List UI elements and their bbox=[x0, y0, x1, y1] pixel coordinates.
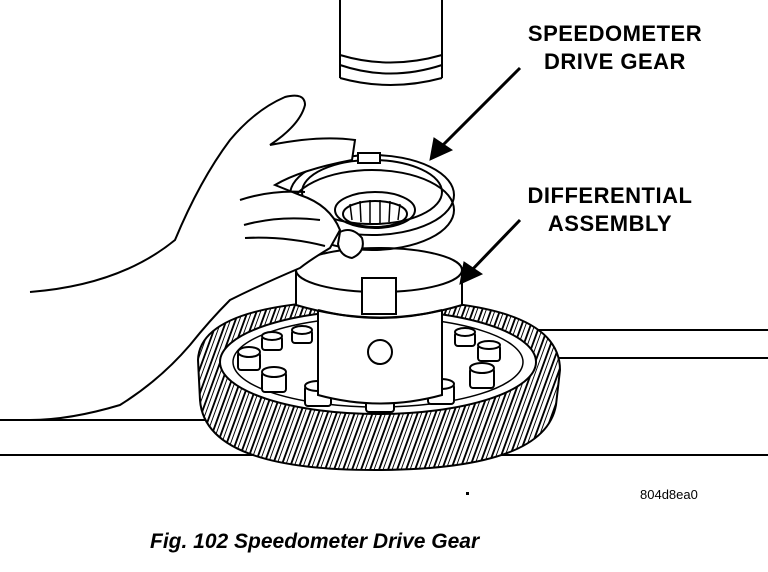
press-tool bbox=[339, 0, 443, 86]
speedometer-leader bbox=[438, 66, 522, 150]
label-line: DRIVE GEAR bbox=[544, 49, 686, 74]
label-line: DIFFERENTIAL bbox=[527, 183, 693, 208]
differential-case bbox=[295, 247, 463, 405]
bolt bbox=[477, 340, 501, 362]
differential-leader bbox=[468, 218, 522, 274]
leader-arrows bbox=[429, 66, 522, 285]
bolt bbox=[454, 327, 476, 347]
differential-arrowhead bbox=[459, 261, 484, 285]
speedometer-drive-gear-label: SPEEDOMETER DRIVE GEAR bbox=[500, 20, 730, 76]
label-line: SPEEDOMETER bbox=[527, 21, 703, 46]
scan-speck bbox=[466, 492, 469, 495]
hand bbox=[29, 94, 364, 421]
bolt bbox=[237, 346, 261, 371]
bolt bbox=[469, 362, 495, 389]
differential-assembly-label: DIFFERENTIAL ASSEMBLY bbox=[510, 182, 710, 238]
bolt bbox=[291, 325, 313, 344]
bolt bbox=[261, 331, 283, 351]
image-code: 804d8ea0 bbox=[640, 487, 698, 502]
bolt bbox=[261, 366, 287, 393]
speedometer-gear-illustration bbox=[0, 0, 768, 495]
label-line: ASSEMBLY bbox=[547, 211, 673, 236]
speedometer-arrowhead bbox=[429, 137, 454, 161]
figure-caption: Fig. 102 Speedometer Drive Gear bbox=[150, 530, 480, 553]
